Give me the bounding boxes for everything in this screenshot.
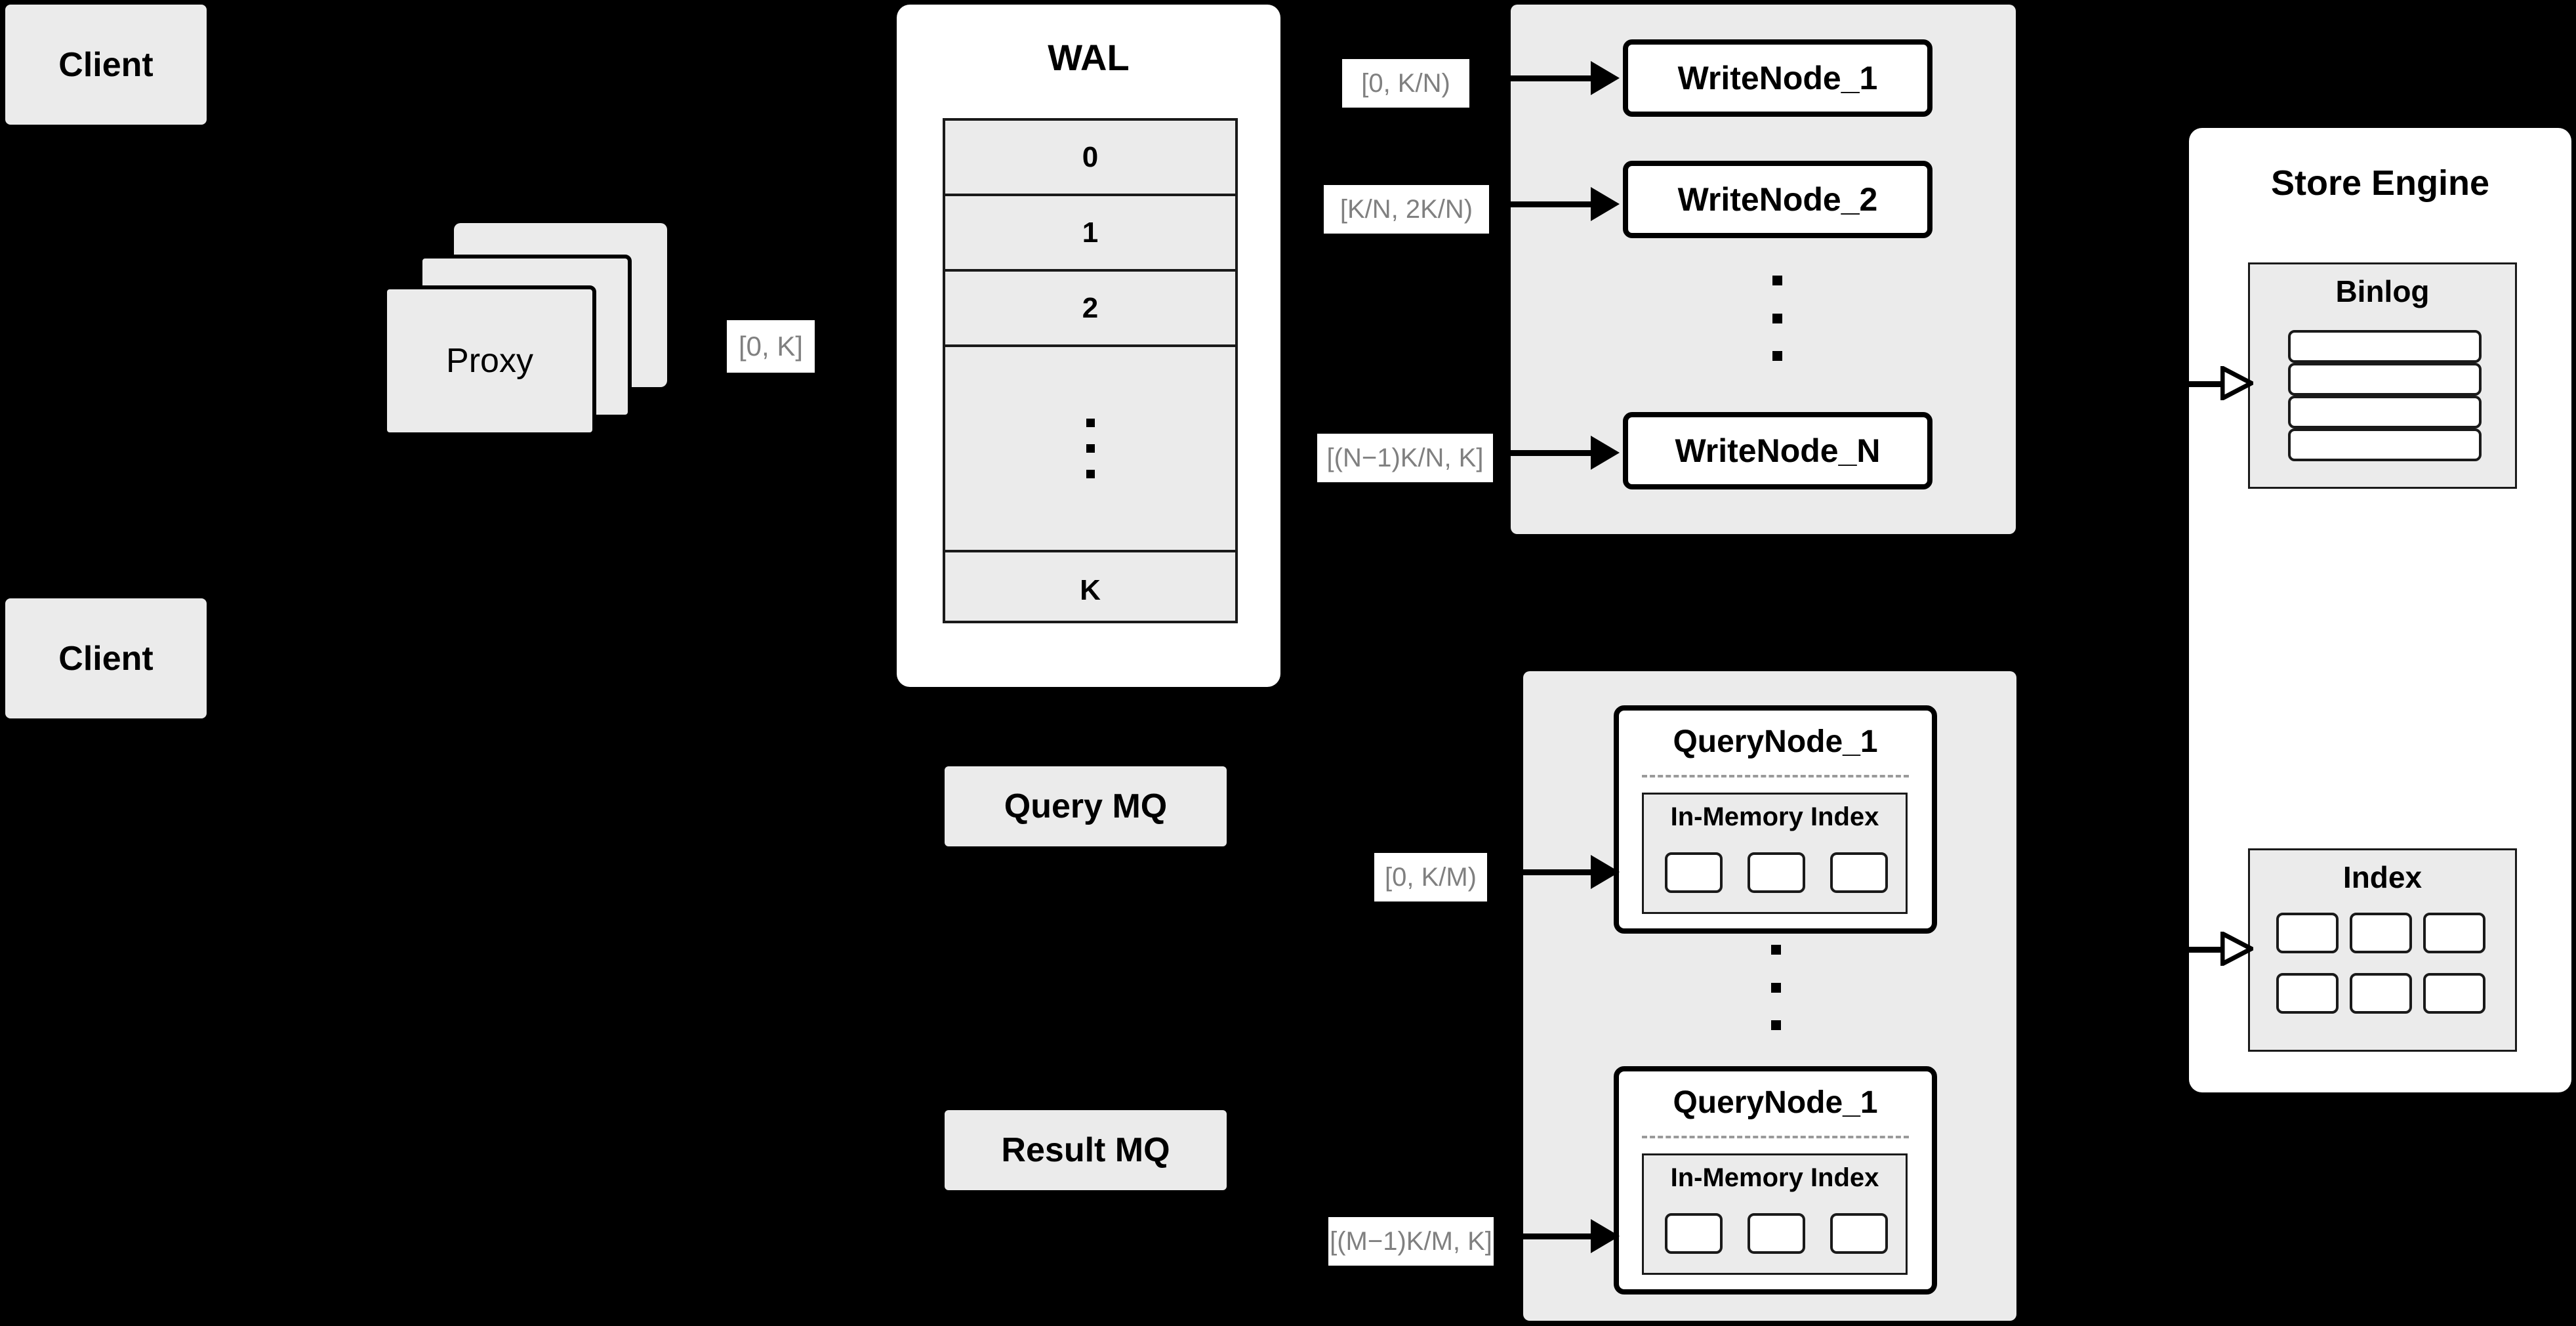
ellipsis-dot: [1772, 313, 1782, 323]
edge-label-write-2: [K/N, 2K/N): [1324, 185, 1489, 234]
index-slot[interactable]: [1830, 1213, 1888, 1254]
ellipsis-dot: [1086, 470, 1095, 478]
binlog-slot[interactable]: [2288, 330, 2482, 363]
index-slot[interactable]: [1830, 852, 1888, 893]
binlog-title: Binlog: [2335, 274, 2430, 308]
ellipsis-dot: [1771, 945, 1781, 955]
edge-label-write-n: [(N−1)K/N, K]: [1317, 434, 1493, 482]
client-label-2: Client: [58, 639, 153, 678]
arrow-line-binlog: [2184, 381, 2225, 387]
binlog-slot[interactable]: [2288, 428, 2482, 461]
edge-label-query-m: [(M−1)K/M, K]: [1328, 1217, 1494, 1266]
index-title: Index: [2342, 860, 2423, 894]
wal-title: WAL: [1048, 37, 1130, 78]
write-cluster-ellipsis: [1772, 276, 1782, 361]
ellipsis-dot: [1771, 1020, 1781, 1030]
result-mq-label: Result MQ: [1001, 1131, 1170, 1169]
query-node-m[interactable]: QueryNode_1 In-Memory Index: [1614, 1066, 1937, 1295]
arrow-line-query-1: [1502, 869, 1594, 875]
index-slot[interactable]: [1748, 1213, 1805, 1254]
arrow-head-open-index: [2220, 932, 2253, 966]
edge-label-proxy-to-wal: [0, K]: [727, 320, 815, 373]
index-slot[interactable]: [2423, 913, 2485, 953]
index-slot[interactable]: [2276, 973, 2339, 1014]
write-node-1[interactable]: WriteNode_1: [1623, 39, 1932, 117]
binlog-slot[interactable]: [2288, 396, 2482, 428]
edge-label-query-1: [0, K/M): [1374, 853, 1487, 901]
arrow-line-index: [2184, 947, 2225, 953]
in-memory-index-panel-m: In-Memory Index: [1642, 1153, 1908, 1275]
query-cluster-ellipsis: [1771, 945, 1781, 1030]
index-slot[interactable]: [2350, 973, 2412, 1014]
store-engine-title: Store Engine: [2270, 163, 2490, 203]
wal-row-1[interactable]: 1: [945, 196, 1235, 272]
wal-row-2[interactable]: 2: [945, 272, 1235, 347]
index-slot[interactable]: [2276, 913, 2339, 953]
proxy-label: Proxy: [446, 342, 533, 380]
client-box-2[interactable]: Client: [5, 598, 207, 718]
write-node-n[interactable]: WriteNode_N: [1623, 412, 1932, 489]
arrow-head-query-1: [1591, 855, 1620, 889]
query-node-m-separator: [1642, 1136, 1909, 1138]
client-box-1[interactable]: Client: [5, 5, 207, 125]
wal-row-k[interactable]: K: [1080, 573, 1101, 606]
in-memory-index-title-1: In-Memory Index: [1670, 802, 1879, 831]
in-memory-index-title-m: In-Memory Index: [1670, 1163, 1879, 1192]
index-slot[interactable]: [1665, 1213, 1723, 1254]
arrow-head-query-m: [1591, 1219, 1620, 1253]
ellipsis-dot: [1772, 276, 1782, 285]
in-memory-index-panel-1: In-Memory Index: [1642, 793, 1908, 914]
proxy-card-front[interactable]: Proxy: [383, 285, 596, 436]
wal-row-0[interactable]: 0: [945, 121, 1235, 196]
ellipsis-dot: [1772, 351, 1782, 361]
query-node-m-title: QueryNode_1: [1673, 1085, 1878, 1120]
query-mq-box[interactable]: Query MQ: [945, 766, 1227, 846]
index-slot[interactable]: [1665, 852, 1723, 893]
result-mq-box[interactable]: Result MQ: [945, 1110, 1227, 1190]
index-slot[interactable]: [2350, 913, 2412, 953]
arrow-line-write-1: [1502, 75, 1594, 81]
arrow-head-write-n: [1591, 436, 1620, 470]
client-label-1: Client: [58, 45, 153, 84]
arrow-head-write-1: [1591, 61, 1620, 95]
query-node-1-separator: [1642, 775, 1909, 777]
wal-row-ellipsis: [945, 347, 1235, 552]
ellipsis-dot: [1771, 982, 1781, 993]
arrow-head-write-2: [1591, 187, 1620, 221]
binlog-slot[interactable]: [2288, 363, 2482, 396]
arrow-head-open-binlog: [2220, 366, 2253, 400]
arrow-line-query-m: [1502, 1233, 1594, 1239]
write-node-2[interactable]: WriteNode_2: [1623, 161, 1932, 238]
ellipsis-dot: [1086, 444, 1095, 453]
binlog-panel: Binlog: [2248, 262, 2517, 489]
query-mq-label: Query MQ: [1004, 787, 1168, 825]
query-node-1-title: QueryNode_1: [1673, 724, 1878, 759]
index-slot[interactable]: [1748, 852, 1805, 893]
edge-label-write-1: [0, K/N): [1342, 59, 1469, 108]
arrow-line-write-2: [1502, 201, 1594, 207]
index-slot[interactable]: [2423, 973, 2485, 1014]
index-panel: Index: [2248, 848, 2517, 1052]
wal-slot-table: 0 1 2 K: [943, 118, 1238, 623]
query-node-1[interactable]: QueryNode_1 In-Memory Index: [1614, 705, 1937, 934]
arrow-line-write-n: [1502, 450, 1594, 456]
ellipsis-dot: [1086, 419, 1095, 427]
